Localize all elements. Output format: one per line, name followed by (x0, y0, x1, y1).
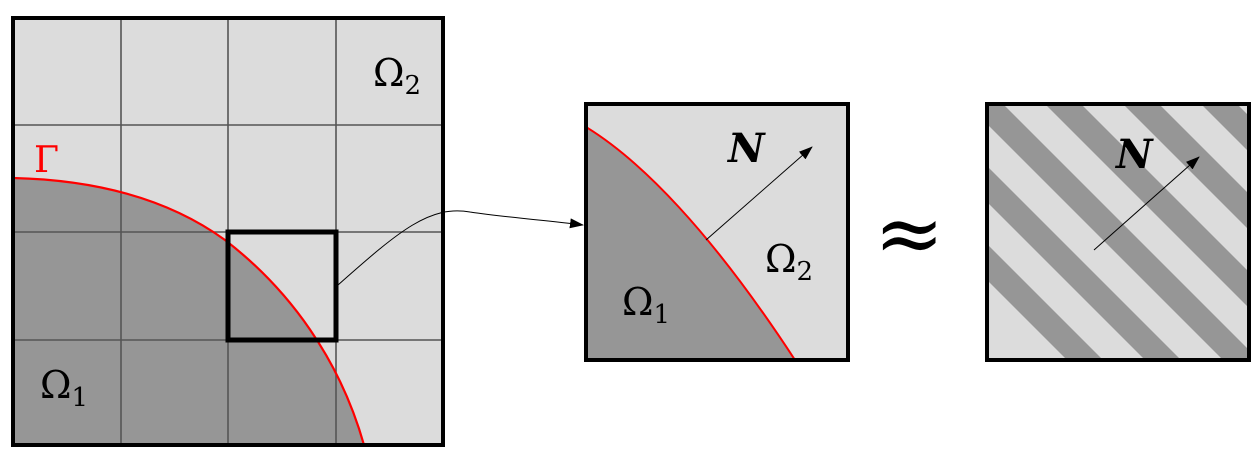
zoom-frame (584, 102, 850, 362)
laminate-stripes (987, 104, 1249, 360)
zoom-normal-arrow (705, 146, 813, 241)
laminate-stripe (1045, 104, 1249, 308)
laminate-stripe (1201, 104, 1249, 152)
mesh-frame (11, 16, 445, 447)
mesh-omega1-label: Ω1 (40, 363, 88, 413)
zoom-omega1-label: Ω1 (622, 280, 670, 330)
zoom-dark-region (586, 127, 795, 360)
mesh-panel: Γ Ω2 Ω1 (11, 16, 445, 447)
laminate-panel: N (985, 102, 1251, 362)
mesh-omega2-label: Ω2 (373, 51, 421, 101)
mesh-dark-region (13, 178, 364, 445)
laminate-frame (985, 102, 1251, 362)
interface-curve (13, 176, 366, 445)
zoom-interface-curve (586, 126, 796, 360)
laminate-normal-arrow (1093, 156, 1200, 251)
zoom-panel: N Ω2 Ω1 (584, 102, 850, 362)
laminate-stripe (987, 166, 1181, 360)
interface-label: Γ (34, 140, 59, 181)
approx-symbol: ≈ (874, 184, 944, 282)
laminate-stripe (987, 104, 1249, 360)
zoom-connector-arrow (337, 210, 584, 286)
zoom-normal-label: N (726, 125, 766, 172)
laminate-stripe (987, 244, 1103, 360)
zoom-highlight-box (225, 229, 339, 343)
zoom-omega2-label: Ω2 (765, 237, 813, 287)
laminate-normal-label: N (1114, 131, 1154, 178)
